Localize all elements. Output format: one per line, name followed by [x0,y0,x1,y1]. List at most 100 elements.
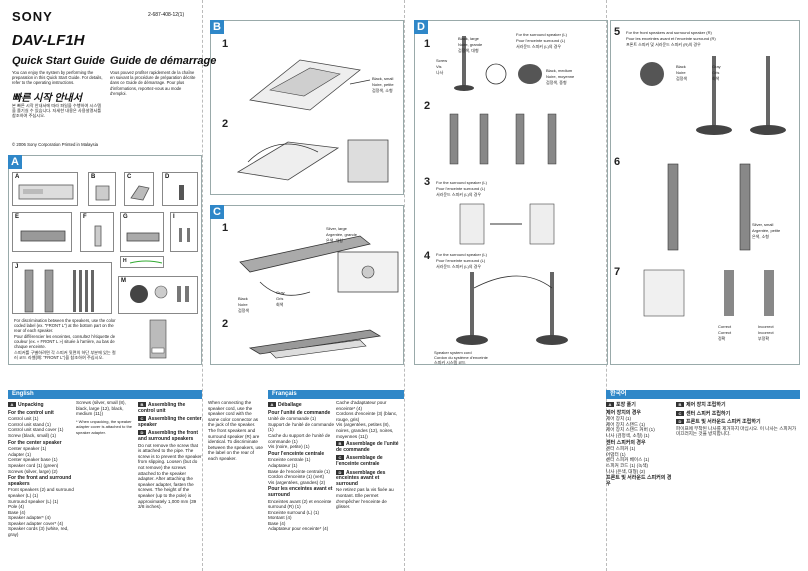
part-label: F [83,214,87,220]
fr-center-item: Cordon d'enceinte (1) (vert) [268,474,325,480]
ko-unpacking-title: 포장 풀기 [616,402,636,408]
b-label-noire-petite: Noire, petite [372,82,394,87]
d-label-incorrect-ko: 부정확 [758,336,770,341]
fr-center-item: Vis (argentées, grandes) (2) [268,479,326,485]
d-label-screw-ko: 나사 [436,70,444,75]
part-label: I [173,214,175,220]
b-step1-drawing [249,59,371,111]
fr-control-item: Unité de commande (1) [268,416,317,422]
french-header: Français [268,390,404,399]
ko-d-text: 파이프에 부착된 나사를 제거하지 마십시오. 이 나사는 스피커가 미끄러지는… [676,425,797,437]
d-front-surround-fr: Pour les enceintes avant et l'enceinte s… [626,36,716,41]
ko-center-item: 어댑터 (1) [606,451,626,457]
en-c-title: Assembling the center speaker [138,416,202,428]
d5-label-black: Black [676,64,686,69]
fr-center-h: Pour l'enceinte centrale [268,450,325,457]
note-french: Pour différencier les enceintes, consult… [14,334,116,350]
d-step1-pole-drawing [454,36,474,91]
d-label-system-cord-ko: 스피커 시스템 코드 [434,360,466,365]
english-col-2: Screws (silver, small (8), black, large … [76,400,136,568]
c-label-gray: Gray [276,290,285,295]
fr-item: Vis (argentées, petites (8), noires, gra… [336,422,394,439]
d-surround-l-fr: Pour l'enceinte surround (L) [516,38,566,43]
ko-center-item: 센터 스피커 (1) [606,446,636,452]
d-step-5: 5 [614,26,621,38]
part-center-speaker: E [12,212,72,252]
speaker-label-drawing [149,319,167,359]
b-step-2: 2 [222,118,229,130]
fr-unpacking-title: Déballage [278,402,302,408]
part-screw-black-small: D [162,172,198,206]
part-center-base: G [120,212,164,252]
control-unit-drawing [18,184,74,200]
fr-control-item: Vis (noire, petite) (1) [268,444,310,450]
d-step-4: 4 [424,250,431,262]
ko-control-item: 제어 장치 스탠드 (1) [606,421,646,427]
d-step3-drawing [459,203,555,245]
fr-d-text: Ne retirez pas la vis fixée au montant. … [336,487,394,510]
d5-label-ko-black: 검정색 [676,76,688,81]
badge: C [336,455,344,461]
intro-english: You can enjoy the system by performing t… [12,70,103,86]
fr-control-item: Support de l'unité de commande (1) [268,421,334,433]
b-step-1: 1 [222,38,229,50]
part-bases-adapters: M [118,276,198,314]
d4-surround-l: For the surround speaker (L) [436,252,487,257]
c-step2-drawing [248,329,382,359]
d-label-vis: Vis [436,64,442,69]
d-step1-base-drawing [485,63,542,85]
title-french: Guide de démarrage [110,55,217,67]
d-step-1: 1 [424,38,431,50]
b-step2-drawing [236,139,389,183]
part-label: C [127,174,132,180]
badge: D [138,430,146,436]
d5-label-ko-gray: 회색 [712,76,720,81]
c-label-ko-silver: 은색, 대형 [326,238,343,243]
section-a-panel [8,155,202,365]
fr-center-item: Adaptateur (1) [268,462,298,468]
fr-front-item: Adaptateur pour enceinte* (4) [268,526,329,532]
section-b-panel [210,20,404,195]
badge: D [336,469,344,475]
part-label: E [15,214,20,220]
fr-front-h: Pour les enceintes avant et surround [268,486,333,498]
d-label-black-medium: Black, medium [546,68,573,73]
brand-logo: SONY [12,9,53,24]
copyright: © 2006 Sony Corporation Printed in Malay… [12,142,99,147]
badge: B [676,402,684,407]
d-surround-l: For the surround speaker (L) [516,32,567,37]
d-label-system-cord-fr: Cordon du système d'enceinte [434,355,488,360]
screw-icon [179,185,184,200]
d5-label-gray: Gray [712,64,721,69]
part-label: G [123,214,128,220]
d-step-6: 6 [614,156,621,168]
ko-control-item: 제어 장치 스탠드 커버 (1) [606,427,655,433]
d-front-surround: For the front speakers and surround spea… [626,30,712,35]
ko-control-item: 나사 (검정색, 소형) (1) [606,432,650,438]
en-center-item: Speaker cord (1) (green) [8,462,59,468]
d-step5-drawing [640,56,786,135]
ko-d-title: 프론트 및 서라운드 스피커 조립하기 [686,419,761,426]
badge: C [676,410,684,416]
badge: A [606,402,614,407]
en-center-item: Center speaker base (1) [8,457,58,463]
en-front-item: Surround speaker (L) (1) [8,498,59,504]
ko-center-item: 스피커 코드 (1) (녹색) [606,462,649,468]
fr-c-title: Assemblage de l'enceinte centrale [336,455,383,467]
en-front-item: Speaker adapter cover* (4) [8,520,64,526]
cover-drawing [130,185,150,201]
c-label-black: Black [238,296,248,301]
en-control-item: Screw (black, small) (1) [8,432,56,438]
part-label: D [165,174,170,180]
speakers-poles-drawing [24,269,94,313]
en-front-item: Speaker adapter* (4) [8,515,51,521]
en-d-text: Do not remove the screw that is attached… [138,442,202,510]
en-front-h: For the front and surround speakers [8,475,72,487]
d-step6-drawing [667,163,751,251]
badge: D [676,419,684,425]
